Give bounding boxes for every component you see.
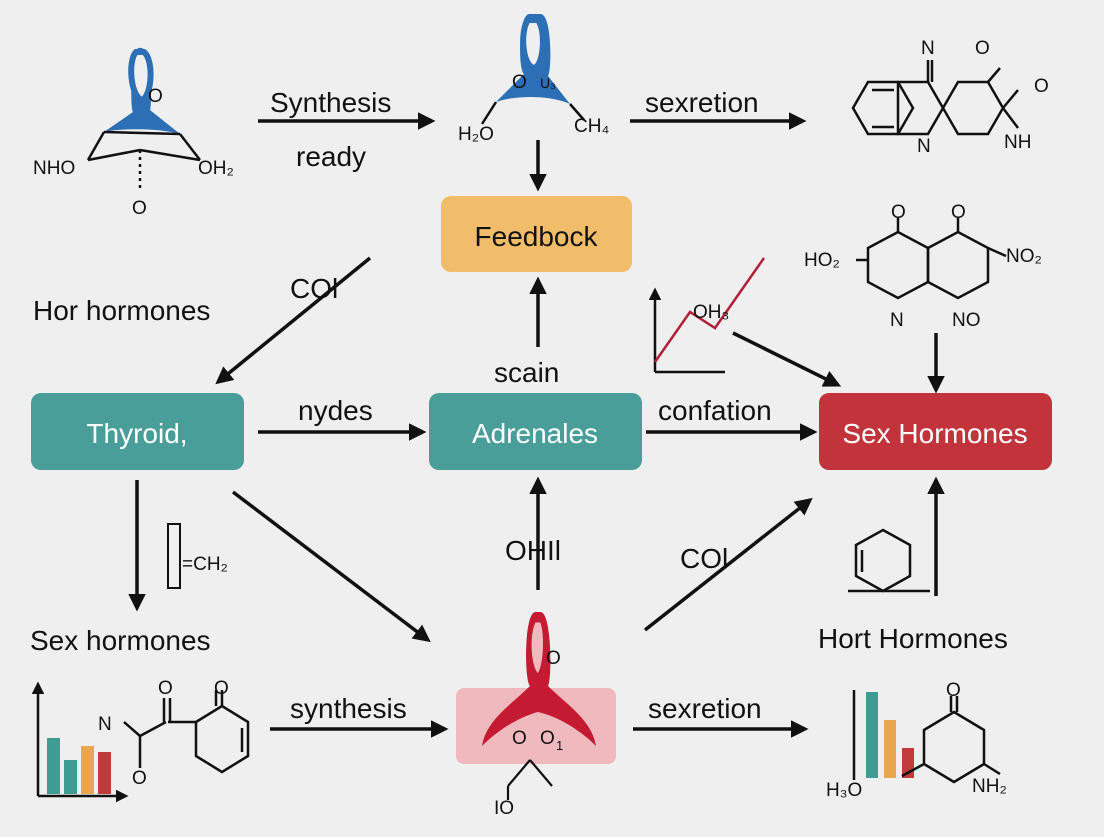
- box-feedback: Feedbock: [441, 196, 632, 272]
- bc-io: IO: [494, 798, 514, 819]
- label-synthesis-top: Synthesis: [270, 87, 391, 118]
- mr-o1: O: [891, 202, 906, 223]
- tc-o: O: [512, 72, 527, 93]
- tl-oh2: OH₂: [198, 158, 234, 179]
- tl-o: O: [148, 86, 163, 107]
- label-sex-hormones-left: Sex hormones: [30, 625, 211, 656]
- mini-bar-chart-right: [852, 690, 914, 780]
- label-hor-hormones: Hor hormones: [33, 295, 210, 326]
- box-thyroid-label: Thyroid,: [86, 418, 187, 449]
- br-o: O: [946, 680, 961, 701]
- arrow-col-to-thyroid: [215, 256, 372, 385]
- br-h3o: H₃O: [826, 780, 862, 801]
- box-sex-hormones-label: Sex Hormones: [842, 418, 1027, 449]
- tl-o-bottom: O: [132, 198, 147, 219]
- arrows: [128, 112, 945, 738]
- box-thyroid: Thyroid,: [31, 393, 244, 470]
- molecule-bottom-right: O H₃O NH₂: [826, 680, 1007, 801]
- mr-ho2: HO₂: [804, 250, 840, 271]
- molecule-bottom-center: O O O 1 IO: [456, 611, 616, 819]
- ch2-symbol: =CH₂: [167, 523, 228, 589]
- molecule-top-left: O NHO OH₂ O: [33, 47, 234, 219]
- molecule-top-center: O U₃ H₂O CH₄: [458, 13, 609, 145]
- label-sexretion-top: sexretion: [645, 87, 759, 118]
- bc-sub-one: 1: [556, 738, 563, 753]
- bc-o-top: O: [546, 648, 561, 669]
- mr-o2: O: [951, 202, 966, 223]
- label-synthesis-bottom: synthesis: [290, 693, 407, 724]
- label-nydes: nydes: [298, 395, 373, 426]
- mr-n: N: [890, 310, 904, 331]
- bc-o-left: O: [512, 728, 527, 749]
- label-hort-hormones: Hort Hormones: [818, 623, 1008, 654]
- br-nh2: NH₂: [972, 776, 1007, 797]
- tr-nh: NH: [1004, 132, 1031, 153]
- label-ready: ready: [296, 141, 366, 172]
- label-scain: scain: [494, 357, 559, 388]
- tc-ch4: CH₄: [574, 116, 609, 137]
- label-ohil: OHIl: [505, 535, 561, 566]
- bl-n: N: [98, 714, 112, 735]
- molecule-bottom-left: N O O O: [98, 678, 250, 789]
- box-adrenales: Adrenales: [429, 393, 642, 470]
- ch2-label: =CH₂: [182, 554, 228, 575]
- label-sexretion-bottom: sexretion: [648, 693, 762, 724]
- mini-bar-chart-left: [31, 681, 129, 803]
- tc-u3: U₃: [540, 75, 556, 91]
- box-sex-hormones: Sex Hormones: [819, 393, 1052, 470]
- label-col-left: COl: [290, 273, 338, 304]
- bl-o2: O: [214, 678, 229, 699]
- tr-n: N: [921, 38, 935, 59]
- label-col-mid: COl: [680, 543, 728, 574]
- tr-n-ring: N: [917, 136, 931, 157]
- bl-o1: O: [158, 678, 173, 699]
- mr-no2: NO₂: [1006, 246, 1042, 267]
- graph-oh3: OH₃: [693, 302, 729, 323]
- bl-o3: O: [132, 768, 147, 789]
- box-adrenales-label: Adrenales: [472, 418, 598, 449]
- molecule-mid-right: O O HO₂ NO₂ N NO: [804, 202, 1042, 331]
- molecule-top-right: N O O N NH: [851, 38, 1049, 157]
- mr-no: NO: [952, 310, 981, 331]
- arrow-thyroid-diag: [231, 490, 431, 643]
- tr-o1: O: [975, 38, 990, 59]
- bc-o-right: O: [540, 728, 555, 749]
- tl-nho: NHO: [33, 158, 75, 179]
- label-confation: confation: [658, 395, 772, 426]
- box-feedback-label: Feedbock: [475, 221, 599, 252]
- tc-h2o: H₂O: [458, 124, 494, 145]
- mini-line-graph: OH₃: [648, 257, 766, 374]
- hexagon-symbol: [848, 528, 930, 593]
- arrow-col-diag: [643, 497, 813, 632]
- arrow-graph-to-sex: [732, 331, 842, 387]
- tr-o2: O: [1034, 76, 1049, 97]
